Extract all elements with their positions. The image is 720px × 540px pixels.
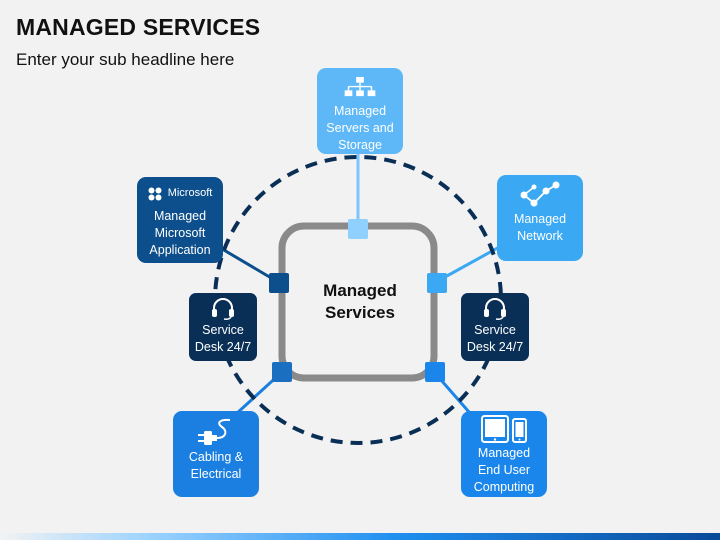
node-network: Managed Network	[497, 175, 583, 261]
center-label: Managed Services	[323, 281, 397, 322]
power-plug-icon	[198, 418, 231, 445]
node-servers-label: Managed Servers and Storage	[326, 104, 394, 152]
headset-icon	[212, 298, 234, 320]
node-service-desk-right: Service Desk 24/7	[461, 293, 529, 361]
node-service-desk-left: Service Desk 24/7	[189, 293, 257, 361]
page-title: MANAGED SERVICES	[16, 14, 261, 40]
network-graph-icon	[520, 181, 560, 207]
node-service-desk-right-label: Service Desk 24/7	[466, 323, 524, 354]
hierarchy-icon	[344, 76, 376, 97]
junction-right-bottom	[425, 362, 445, 382]
junction-right-top	[427, 273, 447, 293]
node-network-label: Managed Network	[513, 212, 567, 243]
footer-gradient-bar	[0, 533, 720, 540]
node-end-user: Managed End User Computing	[461, 411, 547, 497]
junction-left-top	[269, 273, 289, 293]
node-cabling-label: Cabling & Electrical	[188, 450, 244, 481]
node-servers: Managed Servers and Storage	[317, 68, 403, 154]
node-microsoft-label: Managed Microsoft Application	[149, 209, 211, 257]
headset-icon	[484, 298, 506, 320]
tablet-phone-icon	[481, 415, 527, 443]
node-cabling: Cabling & Electrical	[173, 411, 259, 497]
node-service-desk-left-label: Service Desk 24/7	[194, 323, 252, 354]
junction-left-bottom	[272, 362, 292, 382]
page-subtitle: Enter your sub headline here	[16, 50, 235, 69]
microsoft-logo-icon	[148, 187, 162, 200]
junction-top	[348, 219, 368, 239]
node-microsoft: Microsoft Managed Microsoft Application	[137, 177, 223, 263]
node-end-user-label: Managed End User Computing	[473, 446, 535, 494]
microsoft-brand: Microsoft	[167, 187, 213, 199]
